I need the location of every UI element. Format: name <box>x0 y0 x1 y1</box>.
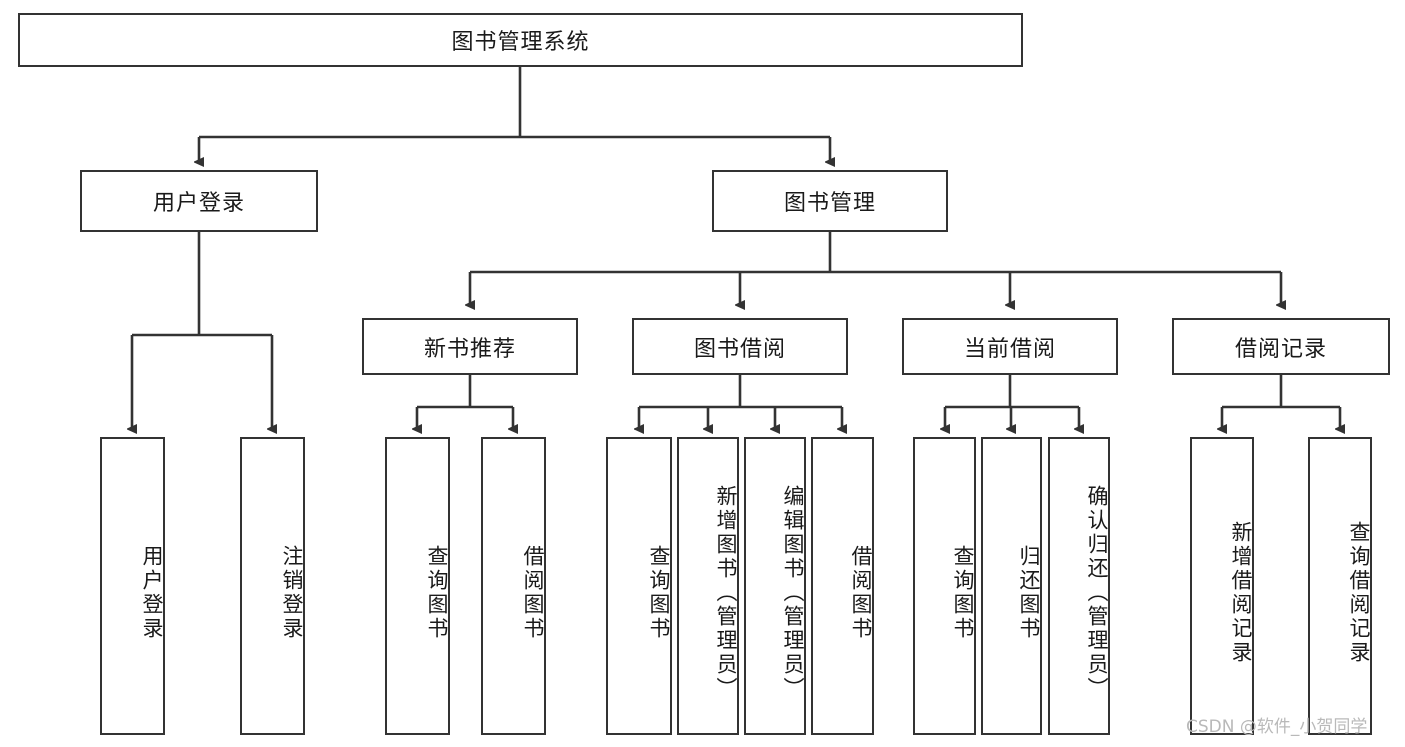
leaf-user-login-signin[interactable]: 用户登录 <box>100 437 165 735</box>
watermark-csdn: CSDN @软件_小贺同学 <box>1186 717 1368 737</box>
node-label: 图书管理 <box>783 191 876 216</box>
node-label: 新增图书（管理员） <box>714 485 738 701</box>
node-label: 查询图书 <box>425 545 449 641</box>
node-label: 编辑图书（管理员） <box>781 485 805 701</box>
node-new-book-recommend[interactable]: 新书推荐 <box>362 318 578 375</box>
leaf-borrow-borrow-book[interactable]: 借阅图书 <box>811 437 874 735</box>
node-label: 借阅记录 <box>1234 336 1327 362</box>
leaf-current-query-book[interactable]: 查询图书 <box>913 437 976 735</box>
node-label: 新书推荐 <box>423 336 516 362</box>
node-borrow-record[interactable]: 借阅记录 <box>1172 318 1390 375</box>
node-label: 用户登录 <box>140 545 164 641</box>
leaf-current-return-book[interactable]: 归还图书 <box>981 437 1042 735</box>
leaf-borrow-query-book[interactable]: 查询图书 <box>606 437 672 735</box>
node-label: 借阅图书 <box>849 545 873 641</box>
node-label: 查询借阅记录 <box>1347 521 1371 665</box>
node-label: 查询图书 <box>647 545 671 641</box>
leaf-record-add-borrow-record[interactable]: 新增借阅记录 <box>1190 437 1254 735</box>
node-label: 当前借阅 <box>963 336 1056 362</box>
leaf-new-book-query[interactable]: 查询图书 <box>385 437 450 735</box>
node-label: 用户登录 <box>152 191 245 216</box>
node-root-system[interactable]: 图书管理系统 <box>18 13 1023 67</box>
node-label: 注销登录 <box>280 545 304 641</box>
leaf-borrow-edit-book-admin[interactable]: 编辑图书（管理员） <box>744 437 806 735</box>
node-label: 查询图书 <box>951 545 975 641</box>
leaf-borrow-add-book-admin[interactable]: 新增图书（管理员） <box>677 437 739 735</box>
leaf-user-login-signout[interactable]: 注销登录 <box>240 437 305 735</box>
leaf-current-confirm-return-admin[interactable]: 确认归还（管理员） <box>1048 437 1110 735</box>
node-user-login[interactable]: 用户登录 <box>80 170 318 232</box>
node-label: 归还图书 <box>1017 545 1041 641</box>
node-label: 图书管理系统 <box>451 30 590 55</box>
node-label: 确认归还（管理员） <box>1085 485 1109 701</box>
node-label: 新增借阅记录 <box>1229 521 1253 665</box>
leaf-record-query-borrow-record[interactable]: 查询借阅记录 <box>1308 437 1372 735</box>
node-label: 借阅图书 <box>521 545 545 641</box>
leaf-new-book-borrow[interactable]: 借阅图书 <box>481 437 546 735</box>
node-label: 图书借阅 <box>693 336 786 362</box>
node-book-borrow[interactable]: 图书借阅 <box>632 318 848 375</box>
node-book-management[interactable]: 图书管理 <box>712 170 948 232</box>
node-current-borrow[interactable]: 当前借阅 <box>902 318 1118 375</box>
